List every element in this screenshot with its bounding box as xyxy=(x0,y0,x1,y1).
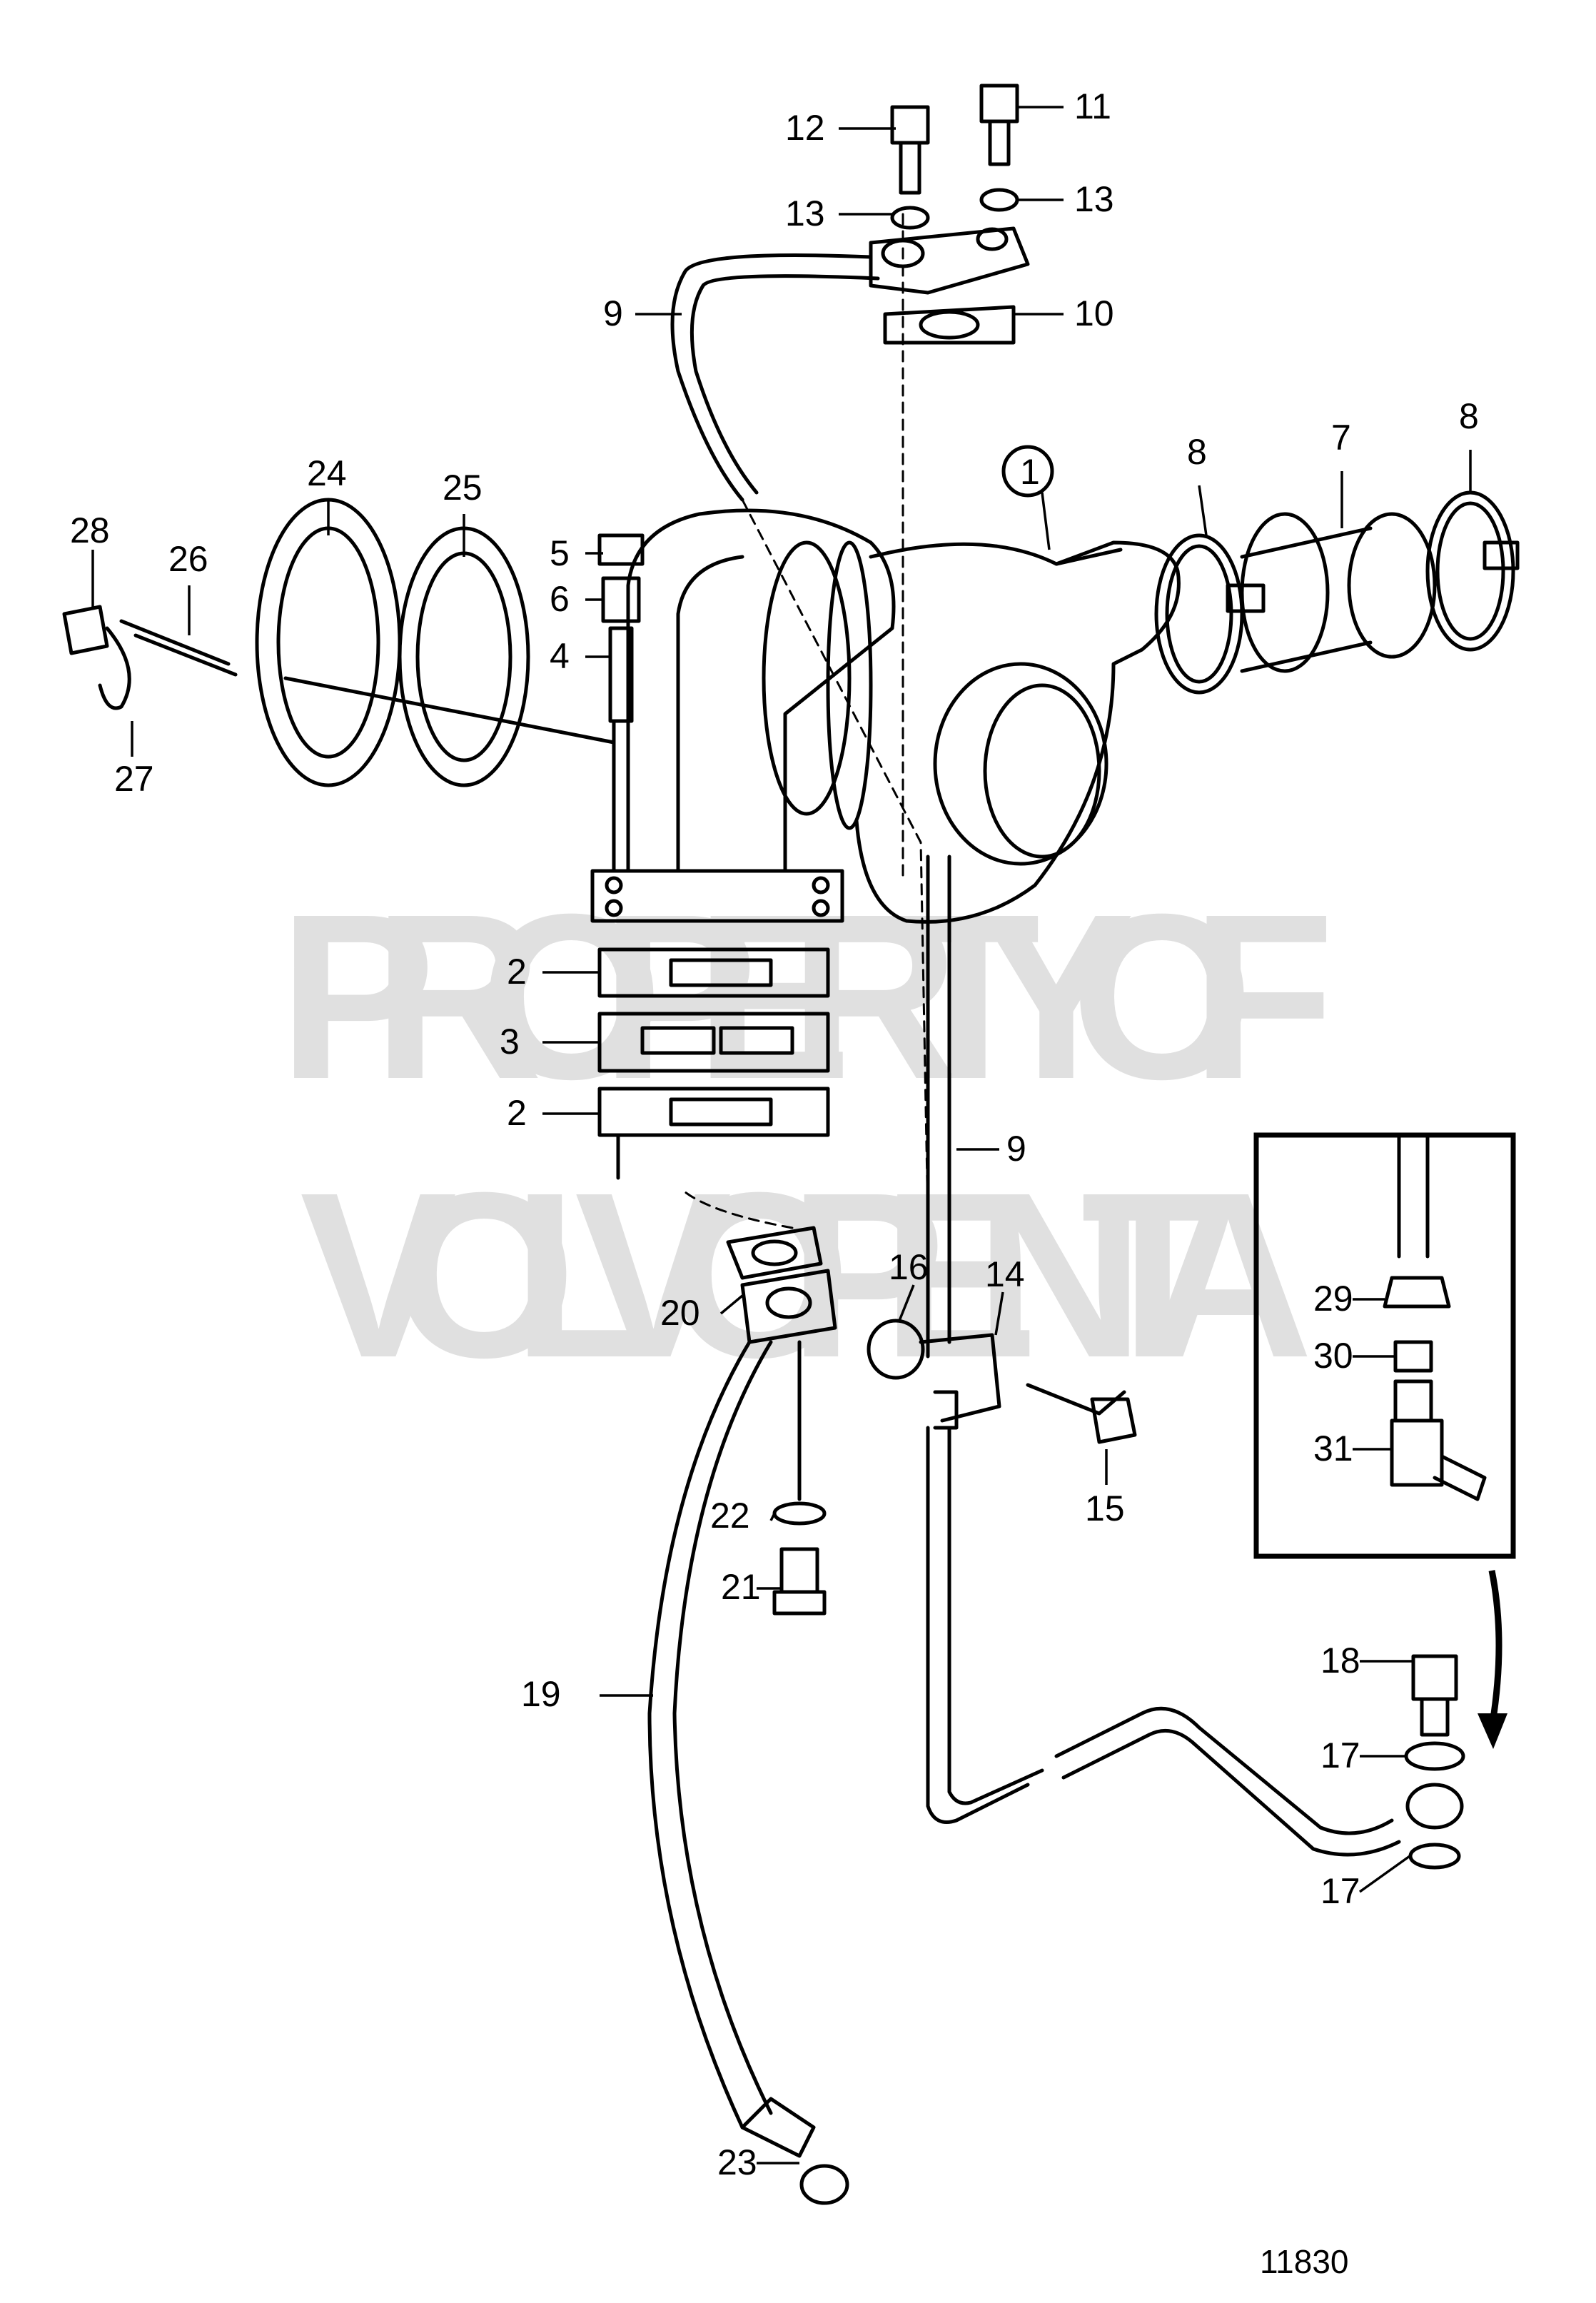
callout-13-right: 13 xyxy=(1074,179,1114,219)
figure-number: 11830 xyxy=(1260,2243,1349,2280)
callout-2-lower: 2 xyxy=(507,1093,527,1133)
callout-4: 4 xyxy=(550,636,570,676)
stud-nut-spacer xyxy=(597,533,645,873)
callout-30: 30 xyxy=(1313,1336,1353,1376)
oil-feed-line xyxy=(926,1426,1465,1870)
callout-10: 10 xyxy=(1074,293,1114,333)
pipe-bracket xyxy=(867,1319,1137,1444)
callout-20: 20 xyxy=(660,1293,700,1333)
callout-15: 15 xyxy=(1085,1488,1125,1528)
callout-2-upper: 2 xyxy=(507,952,527,992)
callout-17-upper: 17 xyxy=(1320,1735,1360,1775)
callout-labels: 12 11 13 13 9 10 1 8 7 8 24 25 28 26 5 6… xyxy=(70,86,1479,2182)
callout-13-left: 13 xyxy=(785,193,825,233)
turbocharger xyxy=(590,445,1181,924)
callout-16: 16 xyxy=(889,1247,929,1287)
callout-31: 31 xyxy=(1313,1428,1353,1468)
callout-26: 26 xyxy=(168,539,208,579)
callout-19: 19 xyxy=(521,1674,561,1714)
oil-supply-pipe xyxy=(670,253,951,1359)
callout-23: 23 xyxy=(717,2142,757,2182)
oil-inlet-flange xyxy=(869,84,1030,880)
callout-6: 6 xyxy=(550,579,570,619)
leader-lines xyxy=(91,106,1472,2165)
callout-14: 14 xyxy=(985,1254,1025,1294)
gasket-stack xyxy=(597,947,830,1180)
callout-9-upper: 9 xyxy=(603,293,623,333)
callout-1: 1 xyxy=(1020,452,1040,492)
callout-7: 7 xyxy=(1331,418,1351,458)
callout-27: 27 xyxy=(114,759,154,799)
callout-11: 11 xyxy=(1074,86,1111,126)
inlet-hose-assembly xyxy=(1154,490,1520,695)
callout-5: 5 xyxy=(550,533,570,573)
oil-return-pipe xyxy=(647,1191,849,2205)
callout-18: 18 xyxy=(1320,1641,1360,1680)
exhaust-flange-set xyxy=(62,498,616,787)
callout-3: 3 xyxy=(500,1022,520,1062)
callout-21: 21 xyxy=(721,1567,761,1607)
callout-24: 24 xyxy=(307,453,347,493)
callout-29: 29 xyxy=(1313,1279,1353,1319)
callout-22: 22 xyxy=(710,1496,750,1536)
callout-8-right: 8 xyxy=(1459,396,1479,436)
callout-17-lower: 17 xyxy=(1320,1871,1360,1911)
callout-28: 28 xyxy=(70,510,110,550)
callout-8-left: 8 xyxy=(1187,432,1207,472)
callout-9-lower: 9 xyxy=(1006,1129,1026,1169)
callout-12: 12 xyxy=(785,108,825,148)
callout-25: 25 xyxy=(443,468,483,508)
detail-inset xyxy=(1253,1132,1516,1749)
